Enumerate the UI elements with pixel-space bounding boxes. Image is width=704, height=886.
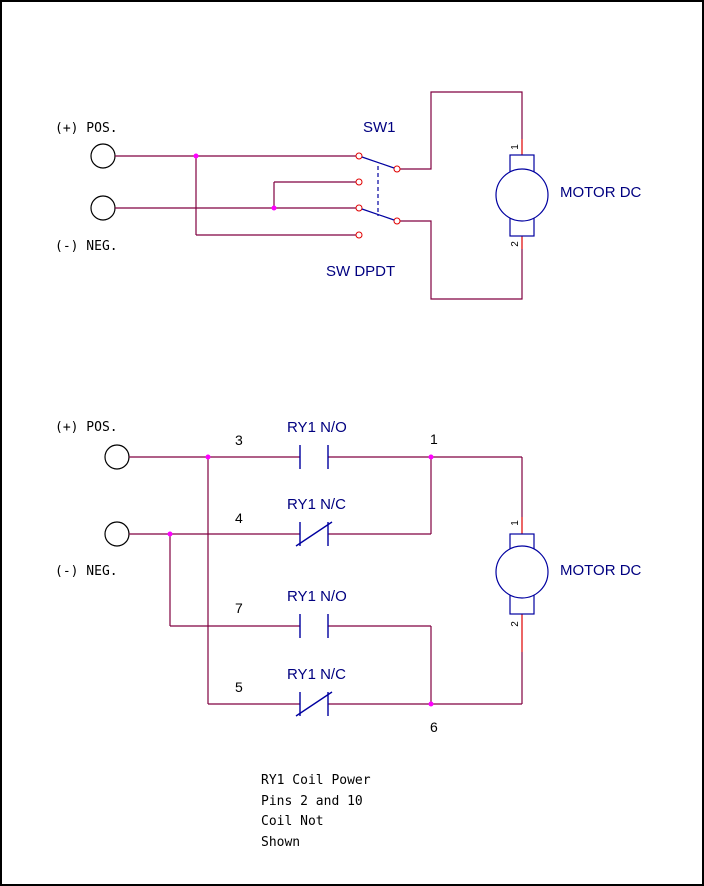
switch-contact [355,178,363,186]
node-label-5: 5 [235,679,243,695]
bottom-wires [129,456,523,705]
node-label-3: 3 [235,432,243,448]
motor-label: MOTOR DC [560,562,642,579]
junction-dot [167,531,173,537]
pos-terminal [90,143,116,169]
switch-contact [355,231,363,239]
contact-label-no-1: RY1 N/O [287,419,347,436]
relay-contact-no-1 [299,445,329,469]
contact-label-nc-1: RY1 N/C [287,496,346,513]
note-line: RY1 Coil Power [261,773,371,788]
junction-dot [193,153,199,159]
motor-pin-1-label: 1 [510,520,521,526]
top-wires [115,91,523,300]
relay-contact-nc-2 [295,691,333,717]
motor-dc [495,517,549,652]
junction-dot [428,454,434,460]
top-circuit: 1 2 (+) POS. (-) NEG. SW1 SW DPDT MOTOR … [55,91,642,300]
motor-dc [495,139,549,249]
switch-common [393,165,401,173]
junction-dot [271,205,277,211]
note-line: Coil Not [261,814,324,829]
motor-pin-2-label: 2 [510,621,521,627]
neg-label: (-) NEG. [55,239,118,254]
motor-pin-1-label: 1 [510,144,521,150]
note-line: Pins 2 and 10 [261,794,363,809]
relay-contact-no-2 [299,614,329,638]
pos-label: (+) POS. [55,420,118,435]
node-label-6: 6 [430,719,438,735]
contact-label-nc-2: RY1 N/C [287,666,346,683]
relay-contact-nc-1 [295,521,333,547]
dpdt-switch [355,152,401,239]
neg-terminal [90,195,116,221]
node-label-7: 7 [235,600,243,616]
switch-contact [355,204,363,212]
coil-note: RY1 Coil Power Pins 2 and 10 Coil Not Sh… [261,773,371,850]
contact-label-no-2: RY1 N/O [287,588,347,605]
pos-label: (+) POS. [55,121,118,136]
note-line: Shown [261,835,300,850]
switch-type-label: SW DPDT [326,263,395,280]
switch-name-label: SW1 [363,119,396,136]
junction-dot [428,701,434,707]
node-label-1: 1 [430,431,438,447]
neg-terminal [104,521,130,547]
motor-label: MOTOR DC [560,184,642,201]
bottom-circuit: 1 2 (+) POS. (-) NEG. RY1 N/O RY1 N/C RY… [55,419,642,735]
motor-pin-2-label: 2 [510,241,521,247]
switch-contact [355,152,363,160]
contact-leads [249,456,378,705]
neg-label: (-) NEG. [55,564,118,579]
pos-terminal [104,444,130,470]
node-label-4: 4 [235,510,243,526]
switch-common [393,217,401,225]
junction-dot [205,454,211,460]
